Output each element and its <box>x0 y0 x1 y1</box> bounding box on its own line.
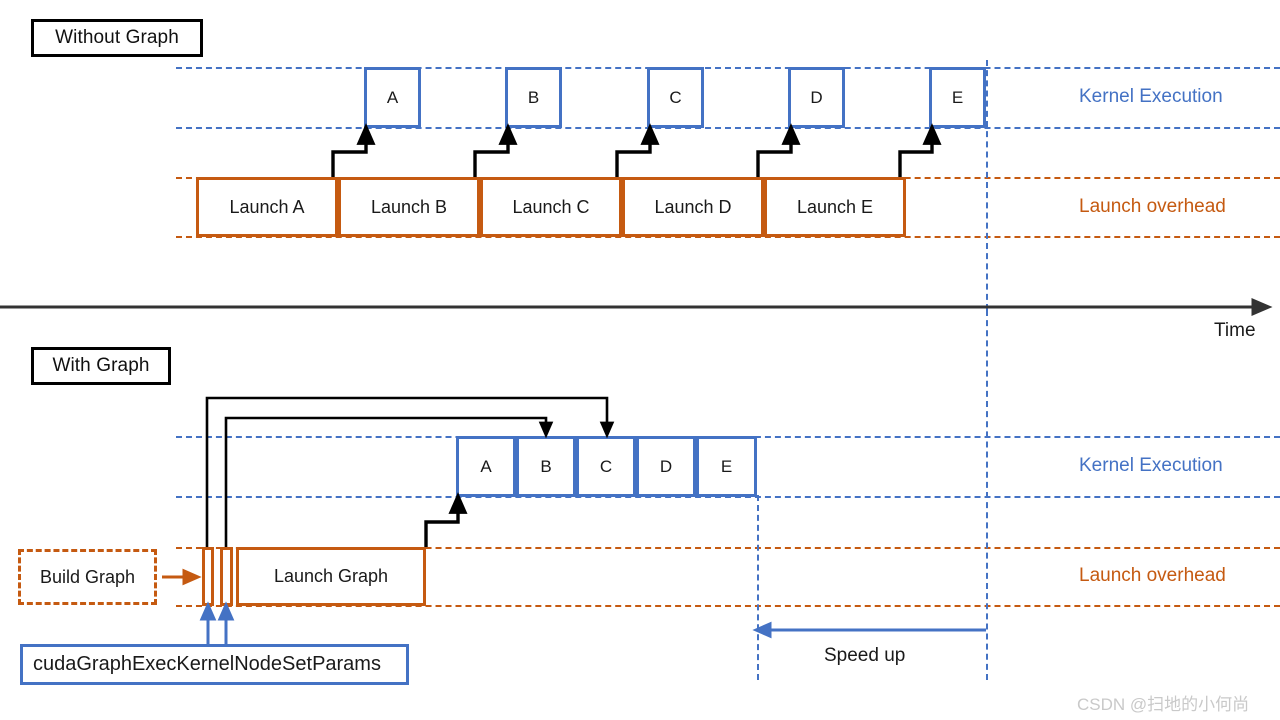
cuda-graph-exec-kernel-node-set-params-box: cudaGraphExecKernelNodeSetParams <box>20 644 409 685</box>
connector-launch-a-to-kernel-a <box>331 123 376 177</box>
connector-launch-d-to-kernel-d <box>756 123 801 177</box>
timeline-marker-with-graph-end <box>986 310 988 680</box>
connector-launch-b-to-kernel-b <box>473 123 518 177</box>
launch-box-a: Launch A <box>196 177 338 237</box>
connector-launch-graph-to-kernel-a <box>424 492 468 547</box>
watermark: CSDN @扫地的小何尚 <box>1077 695 1250 714</box>
launch-box-d: Launch D <box>622 177 764 237</box>
launch-graph-box: Launch Graph <box>236 547 426 606</box>
kernel-lane-top-guide-lower <box>176 127 1280 129</box>
lane-caption-kernel-execution-bottom: Kernel Execution <box>1079 455 1223 476</box>
connector-launch-c-to-kernel-c <box>615 123 660 177</box>
launch-box-b: Launch B <box>338 177 480 237</box>
graph-update-bar-1 <box>202 547 214 606</box>
kernel-box-c-with-graph: C <box>576 436 636 497</box>
kernel-box-b-without-graph: B <box>505 67 562 128</box>
kernel-box-a-without-graph: A <box>364 67 421 128</box>
kernel-lane-top-guide-upper <box>176 67 1280 69</box>
kernel-box-a-with-graph: A <box>456 436 516 497</box>
lane-caption-launch-overhead-bottom: Launch overhead <box>1079 565 1226 586</box>
timeline-marker-speedup-start <box>757 495 759 680</box>
kernel-box-e-with-graph: E <box>696 436 757 497</box>
launch-lane-bottom-guide-lower <box>176 605 1280 607</box>
kernel-box-c-without-graph: C <box>647 67 704 128</box>
time-axis-label: Time <box>1214 320 1256 341</box>
section-title-without-graph: Without Graph <box>31 19 203 57</box>
launch-box-e: Launch E <box>764 177 906 237</box>
lane-caption-launch-overhead-top: Launch overhead <box>1079 196 1226 217</box>
graph-update-bar-2 <box>220 547 233 606</box>
launch-lane-top-guide-lower <box>176 236 1280 238</box>
connector-launch-e-to-kernel-e <box>898 123 942 177</box>
kernel-box-e-without-graph: E <box>929 67 986 128</box>
lane-caption-kernel-execution-top: Kernel Execution <box>1079 86 1223 107</box>
kernel-box-b-with-graph: B <box>516 436 576 497</box>
kernel-box-d-with-graph: D <box>636 436 696 497</box>
launch-box-c: Launch C <box>480 177 622 237</box>
build-graph-box: Build Graph <box>18 549 157 605</box>
speedup-label: Speed up <box>824 645 906 666</box>
timeline-marker-without-graph <box>986 60 988 310</box>
kernel-box-d-without-graph: D <box>788 67 845 128</box>
section-title-with-graph: With Graph <box>31 347 171 385</box>
kernel-lane-bottom-guide-lower <box>176 496 1280 498</box>
launch-lane-bottom-guide-upper <box>176 547 1280 549</box>
